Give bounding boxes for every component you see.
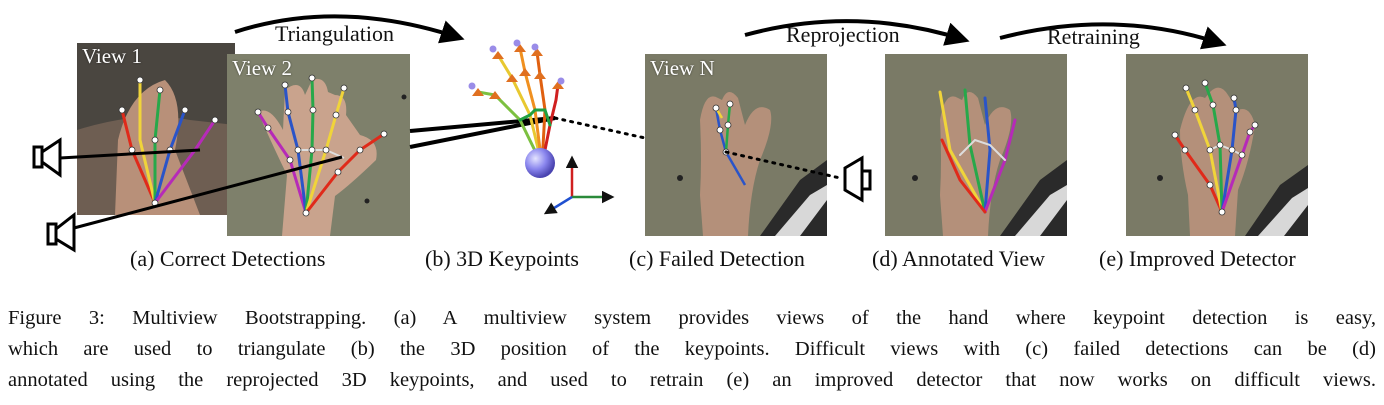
subcaption-e: (e) Improved Detector [1099, 246, 1296, 271]
triangulation-arrow [234, 14, 465, 44]
view-1-skeleton [118, 76, 219, 207]
view-2-skeleton [254, 74, 388, 217]
triangulation-label: Triangulation [275, 21, 394, 46]
subcaption-d: (d) Annotated View [872, 246, 1046, 271]
panel-b-3d-keypoints [409, 39, 647, 215]
caption-line-3: annotated using the reprojected 3D keypo… [8, 369, 1376, 391]
view-1-label: View 1 [82, 44, 142, 68]
camera-icon-n [843, 155, 872, 203]
view-1-photo [77, 43, 235, 215]
annotated-skeleton [938, 88, 1017, 214]
improved-skeleton [1171, 79, 1259, 216]
camera-icon-2 [46, 211, 76, 253]
panel-d-annotated-view [885, 54, 1067, 236]
view-2-photo [227, 54, 410, 236]
panel-e-improved-detector [1126, 54, 1308, 236]
subcaption-b: (b) 3D Keypoints [425, 246, 579, 271]
panel-a-correct-detections [32, 43, 410, 253]
caption-line-1: Figure 3: Multiview Bootstrapping. (a) A… [8, 307, 1376, 329]
3d-hand-skeleton [468, 39, 565, 178]
subcaption-a: (a) Correct Detections [130, 246, 326, 271]
view-2-label: View 2 [232, 56, 292, 80]
camera-icon-1 [32, 137, 62, 178]
reprojection-ray [553, 116, 647, 140]
caption-line-2: which are used to triangulate (b) the 3D… [8, 338, 1376, 360]
reprojection-arrow [744, 19, 970, 46]
coordinate-axes [543, 155, 615, 215]
retraining-label: Retraining [1047, 24, 1140, 49]
projection-ray-2 [73, 155, 343, 230]
reprojection-label: Reprojection [786, 22, 900, 47]
panel-c-failed-detection [645, 54, 872, 236]
view-n-label: View N [650, 56, 715, 80]
figure-caption: Figure 3: Multiview Bootstrapping. (a) A… [8, 303, 1376, 396]
subcaption-c: (c) Failed Detection [629, 246, 805, 271]
retraining-arrow [999, 22, 1227, 50]
projection-ray-1 [59, 148, 201, 160]
multiview-bootstrapping-figure: View 1 View 2 View N Triangulation Repro… [32, 14, 1308, 271]
